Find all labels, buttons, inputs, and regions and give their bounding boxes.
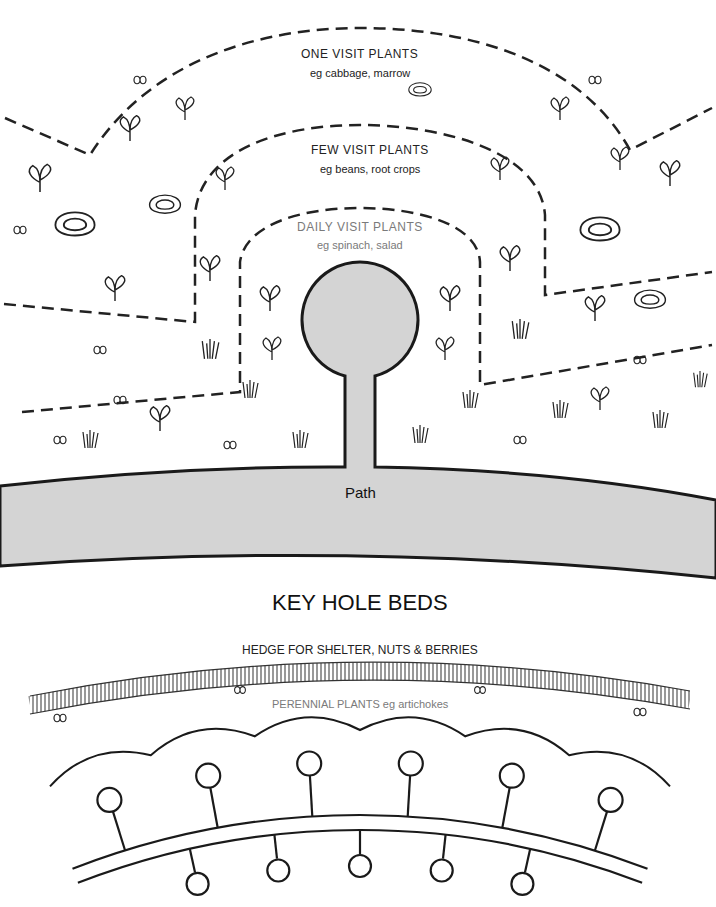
perennial-label: PERENNIAL PLANTS eg artichokes — [272, 698, 448, 710]
cabbage-plant — [409, 83, 431, 96]
diagram-title: KEY HOLE BEDS — [272, 590, 448, 616]
keyhole-end — [297, 752, 321, 776]
keyhole-stem — [113, 811, 125, 850]
leafy-plant — [200, 256, 220, 281]
leafy-plant — [216, 167, 234, 190]
path-label: Path — [345, 484, 376, 501]
zone-examples: eg cabbage, marrow — [310, 67, 410, 79]
one-visit-zone: ONE VISIT PLANTS eg cabbage, marrowFEW VI… — [0, 20, 716, 460]
keyhole-stem — [210, 788, 217, 828]
grass-plant — [553, 400, 568, 418]
keyhole-stem — [502, 788, 509, 828]
leafy-plant — [491, 157, 509, 180]
plant-sketches — [14, 76, 707, 722]
grass-plant — [694, 371, 708, 387]
cabbage-plant — [635, 290, 666, 308]
grass-plant — [293, 430, 308, 448]
zone-heading: DAILY VISIT PLANTS — [297, 220, 423, 234]
seedling — [54, 436, 66, 444]
keyhole-end — [349, 855, 371, 877]
keyhole-path — [0, 262, 716, 578]
grass-plant — [83, 430, 98, 448]
cabbage-plant — [580, 217, 619, 240]
seedling — [589, 76, 601, 84]
keyhole-stem — [595, 811, 607, 850]
keyhole-stem — [359, 830, 361, 854]
keyhole-stem — [190, 849, 195, 872]
path-edge — [78, 830, 642, 883]
zone-examples: eg beans, root crops — [320, 163, 420, 175]
keyhole-stem — [525, 849, 530, 872]
few-visit-zone: FEW VISIT PLANTS eg beans, root cropsDAIL… — [190, 120, 550, 370]
keyhole-end — [187, 873, 209, 895]
grass-plant — [653, 410, 668, 428]
leafy-plant — [436, 337, 454, 360]
keyhole-end — [196, 764, 220, 788]
keyhole-stem — [274, 835, 277, 859]
leafy-plant — [263, 337, 281, 360]
leafy-plant — [150, 406, 170, 431]
keyhole-bed-row — [50, 717, 670, 895]
keyhole-end — [267, 860, 289, 882]
leafy-plant — [585, 296, 605, 321]
keyhole-stem — [408, 776, 410, 817]
zone-heading: ONE VISIT PLANTS — [301, 47, 418, 61]
seedling — [514, 436, 526, 444]
grass-plant — [202, 339, 219, 359]
seedling — [634, 708, 646, 716]
leafy-plant — [591, 387, 609, 410]
leafy-plant — [611, 147, 629, 170]
leafy-plant — [551, 97, 569, 120]
bed-edge — [50, 717, 670, 786]
cabbage-plant — [150, 195, 181, 213]
keyhole-end — [500, 764, 524, 788]
seedling — [114, 396, 126, 404]
seedling — [475, 687, 486, 694]
leafy-plant — [29, 164, 50, 192]
leafy-plant — [176, 97, 194, 120]
keyhole-end — [399, 752, 423, 776]
seedling — [235, 687, 246, 694]
keyhole-stem — [310, 776, 312, 817]
hedge-label: HEDGE FOR SHELTER, NUTS & BERRIES — [242, 643, 478, 657]
leafy-plant — [120, 116, 140, 141]
seedling — [224, 441, 236, 449]
keyhole-stem — [443, 835, 446, 859]
leafy-plant — [500, 246, 520, 271]
grass-plant — [413, 425, 428, 443]
leafy-plant — [660, 161, 680, 186]
grass-plant — [463, 390, 478, 408]
zone-heading: FEW VISIT PLANTS — [311, 143, 429, 157]
seedling — [54, 714, 66, 722]
leafy-plant — [105, 276, 125, 301]
keyhole-end — [599, 788, 623, 812]
hedge-edge — [30, 662, 690, 696]
zone-examples: eg spinach, salad — [317, 239, 403, 251]
keyhole-end — [511, 873, 533, 895]
keyhole-end — [431, 860, 453, 882]
daily-visit-zone: DAILY VISIT PLANTS eg spinach, salad — [235, 205, 485, 380]
grass-plant — [512, 319, 529, 339]
cabbage-plant — [55, 212, 94, 235]
leafy-plant — [260, 286, 280, 311]
one-visit-boundary — [5, 28, 712, 155]
grass-plant — [243, 380, 258, 398]
seedling — [134, 76, 146, 84]
keyhole-end — [97, 788, 121, 812]
seedling — [94, 346, 106, 354]
seedling — [14, 226, 26, 234]
leafy-plant — [440, 286, 460, 311]
seedling — [634, 356, 646, 364]
hedge-edge — [30, 680, 690, 714]
